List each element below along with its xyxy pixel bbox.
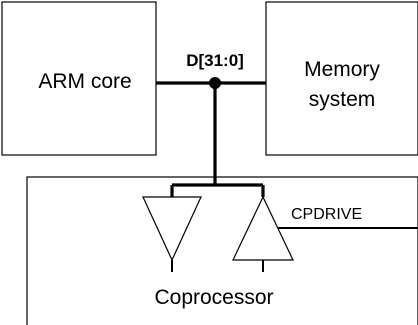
coprocessor-label: Coprocessor [154, 286, 273, 309]
arm-core-box [1, 1, 157, 156]
bus-junction-dot [209, 77, 221, 89]
data-bus: D[31:0] [156, 51, 266, 197]
cpdrive-label: CPDRIVE [291, 206, 362, 223]
memory-label-line1: Memory [304, 58, 380, 81]
input-buffer-triangle [142, 196, 202, 262]
output-buffer: CPDRIVE [232, 195, 418, 272]
input-buffer [142, 196, 202, 272]
coprocessor-block: Coprocessor [26, 176, 418, 325]
arm-core-block: ARM core [1, 1, 157, 156]
arm-core-label: ARM core [38, 70, 131, 93]
memory-label-line2: system [309, 88, 376, 111]
memory-system-block: Memory system [265, 1, 418, 156]
coprocessor-box [26, 176, 418, 325]
bus-label: D[31:0] [186, 51, 244, 70]
memory-system-box [265, 1, 418, 156]
